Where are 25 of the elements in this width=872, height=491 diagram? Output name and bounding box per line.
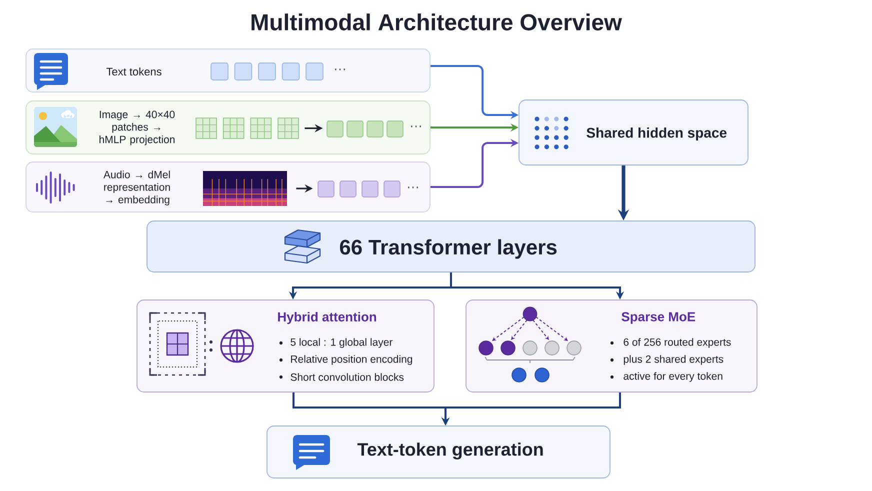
patch-grids <box>196 118 299 139</box>
node-label: ⋯ <box>335 68 345 70</box>
node-label: plus 2 shared experts <box>624 355 724 365</box>
node-label: active for every token <box>624 372 722 382</box>
node-label: Relative position encoding <box>291 355 412 365</box>
node-label: 6 of 256 routed experts <box>624 338 731 348</box>
node-label: Hybrid attention <box>278 312 376 324</box>
node-label: 5 local : 1 global layer <box>290 338 393 348</box>
node-label: Text tokens <box>106 67 162 76</box>
token-squares <box>326 120 404 138</box>
node-label: Short convolution blocks <box>290 373 404 381</box>
node-label: Audio → dMel representation → embedding <box>103 170 170 206</box>
module-box: Hybrid attention 5 local : 1 global layer Relative position encoding Short convolution blocks <box>136 300 434 392</box>
title: Multimodal Architecture Overview <box>252 14 622 30</box>
spectrogram <box>202 171 288 206</box>
node-label: ⋯ <box>411 126 421 128</box>
node-label: Image → 40×40 patches → hMLP projection <box>100 110 175 146</box>
process-box: Shared hidden space <box>518 100 748 166</box>
node-label: ⋯ <box>408 186 418 188</box>
process-box: 66 Transformer layers <box>146 220 756 272</box>
token-squares <box>318 180 400 198</box>
token-squares <box>210 62 324 80</box>
node-label: Sparse MoE <box>622 312 696 324</box>
output-box: Text-token generation <box>266 426 610 478</box>
module-box: Sparse MoE 6 of 256 routed experts plus 2 shared experts active for every token <box>466 300 758 392</box>
